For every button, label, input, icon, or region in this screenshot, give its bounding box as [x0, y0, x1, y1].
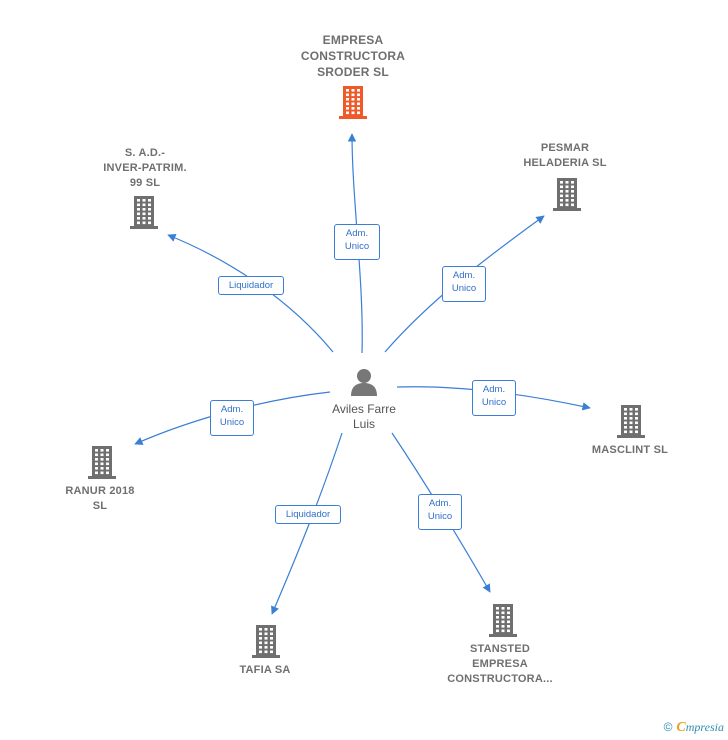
building-icon[interactable] [128, 195, 160, 234]
edge-label-masclint[interactable]: Adm. Unico [472, 380, 516, 416]
person-icon[interactable] [349, 367, 379, 397]
edge-label-sad-inver-patrim[interactable]: Liquidador [218, 276, 284, 295]
copyright-symbol: © [663, 720, 673, 734]
company-label-tafia[interactable]: TAFIA SA [239, 664, 291, 676]
edge-label-stansted[interactable]: Adm. Unico [418, 494, 462, 530]
building-icon[interactable] [615, 404, 647, 443]
company-label-masclint[interactable]: MASCLINT SL [591, 444, 669, 456]
building-icon[interactable] [86, 445, 118, 484]
brand-initial: C [676, 720, 686, 735]
brand-name: mpresia [685, 720, 724, 734]
edge-label-tafia[interactable]: Liquidador [275, 505, 341, 524]
edge-label-pesmar-heladeria[interactable]: Adm. Unico [442, 266, 486, 302]
company-label-pesmar-heladeria[interactable]: PESMAR HELADERIA SL [523, 142, 607, 169]
building-icon[interactable] [487, 603, 519, 642]
company-label-ranur-2018[interactable]: RANUR 2018 SL [65, 485, 135, 512]
company-label-empresa-constructora-sroder[interactable]: EMPRESA CONSTRUCTORA SRODER SL [300, 33, 406, 79]
company-label-sad-inver-patrim[interactable]: S. A.D.- INVER-PATRIM. 99 SL [103, 147, 187, 189]
building-icon[interactable] [551, 177, 583, 216]
company-label-stansted[interactable]: STANSTED EMPRESA CONSTRUCTORA... [447, 643, 553, 685]
footer-brand: ©Cmpresia [664, 720, 724, 736]
edge-line-tafia [271, 432, 343, 615]
center-person-name[interactable]: Aviles Farre Luis [332, 402, 396, 431]
edge-label-empresa-constructora-sroder[interactable]: Adm. Unico [334, 224, 380, 260]
edge-label-ranur-2018[interactable]: Adm. Unico [210, 400, 254, 436]
building-icon[interactable] [337, 85, 369, 124]
building-icon[interactable] [250, 624, 282, 663]
